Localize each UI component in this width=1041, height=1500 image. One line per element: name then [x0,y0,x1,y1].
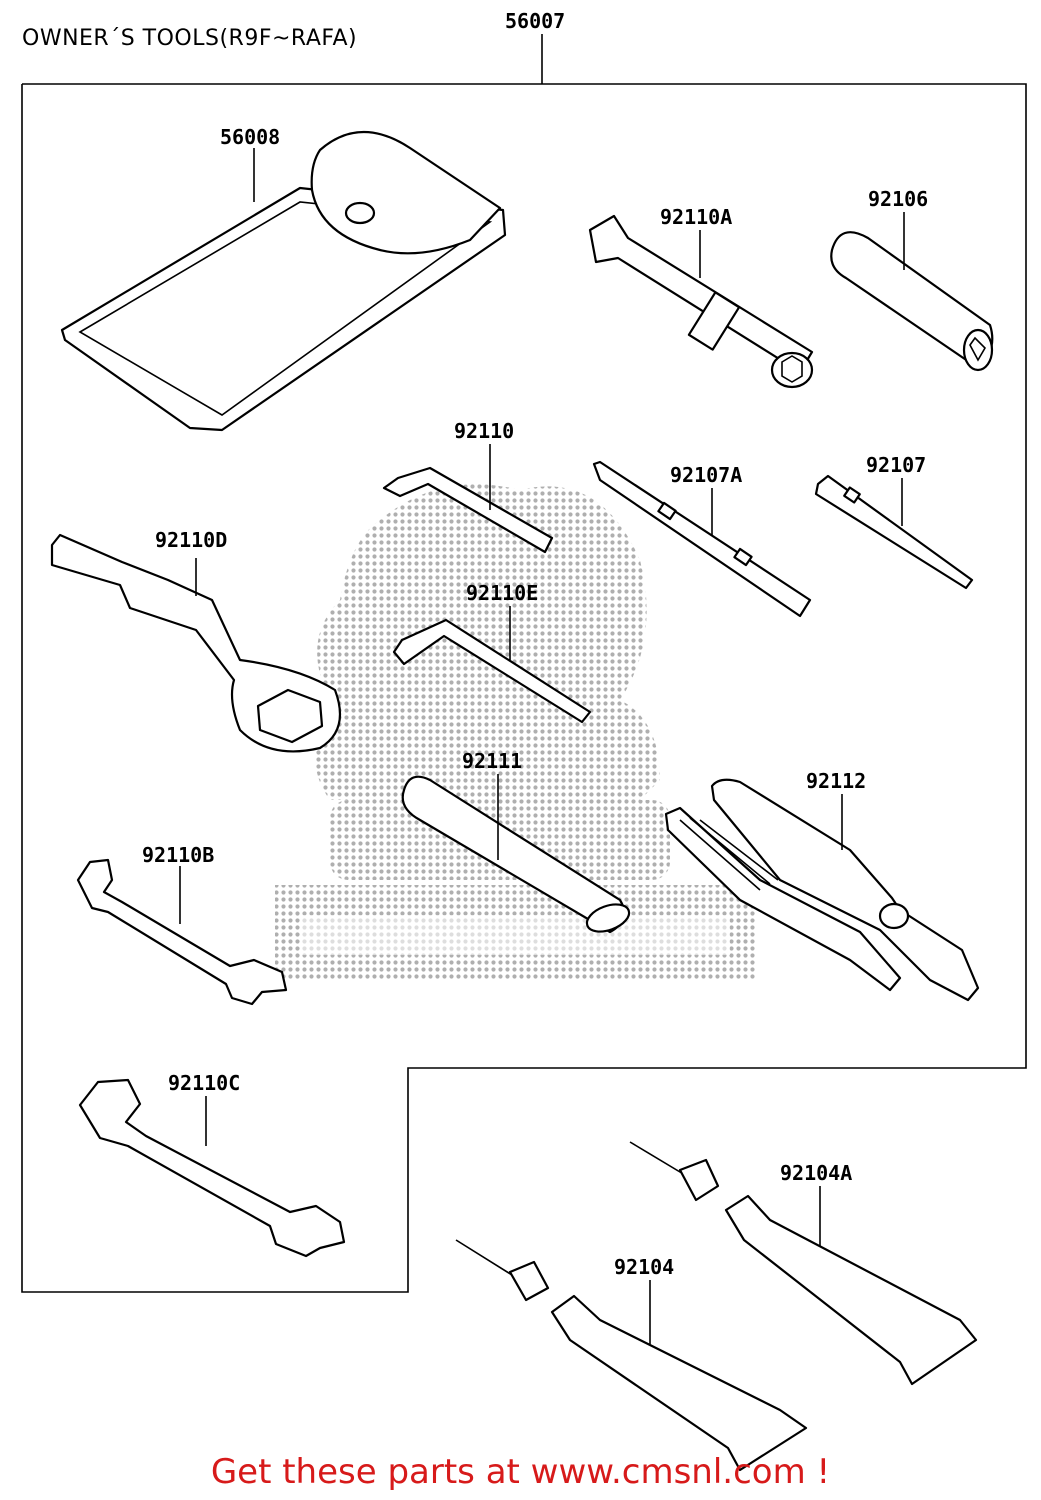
label-grease-tube-a: 92104A [780,1161,852,1185]
tool-ring-wrench [50,533,342,753]
watermark-logo [275,484,755,980]
tool-spark-plug-wrench [588,214,814,389]
footer-cta: Get these parts at www.cmsnl.com ! [210,1452,831,1492]
tool-grease-tube [455,1239,808,1472]
tool-pouch [60,130,507,432]
page-title: OWNER´S TOOLS(R9F~RAFA) [22,26,358,51]
label-open-wrench-b: 92110B [142,843,214,867]
tool-screwdriver-a [592,460,812,618]
label-kit: 56007 [505,9,565,33]
tool-open-wrench-b [76,858,288,1006]
label-ring-wrench: 92110D [155,528,227,552]
label-spark-plug-wrench: 92110A [660,205,732,229]
tool-hex-key-e [392,606,592,724]
label-pouch: 56008 [220,125,280,149]
tool-hex-key [382,444,554,554]
tool-pliers [664,778,980,1002]
label-screwdriver-a: 92107A [670,463,742,487]
label-hex-key-e: 92110E [466,581,538,605]
label-hex-key: 92110 [454,419,514,443]
label-handle: 92106 [868,187,928,211]
tool-grease-tube-a [629,1141,978,1386]
label-open-wrench-c: 92110C [168,1071,240,1095]
tool-handle [830,212,994,372]
tool-open-wrench-c [78,1078,346,1258]
kit-frame [21,83,1027,1293]
label-extension-bar: 92111 [462,749,522,773]
label-grease-tube: 92104 [614,1255,674,1279]
tool-screwdriver [814,474,974,590]
tool-extension-bar [401,774,631,934]
label-pliers: 92112 [806,769,866,793]
label-screwdriver: 92107 [866,453,926,477]
